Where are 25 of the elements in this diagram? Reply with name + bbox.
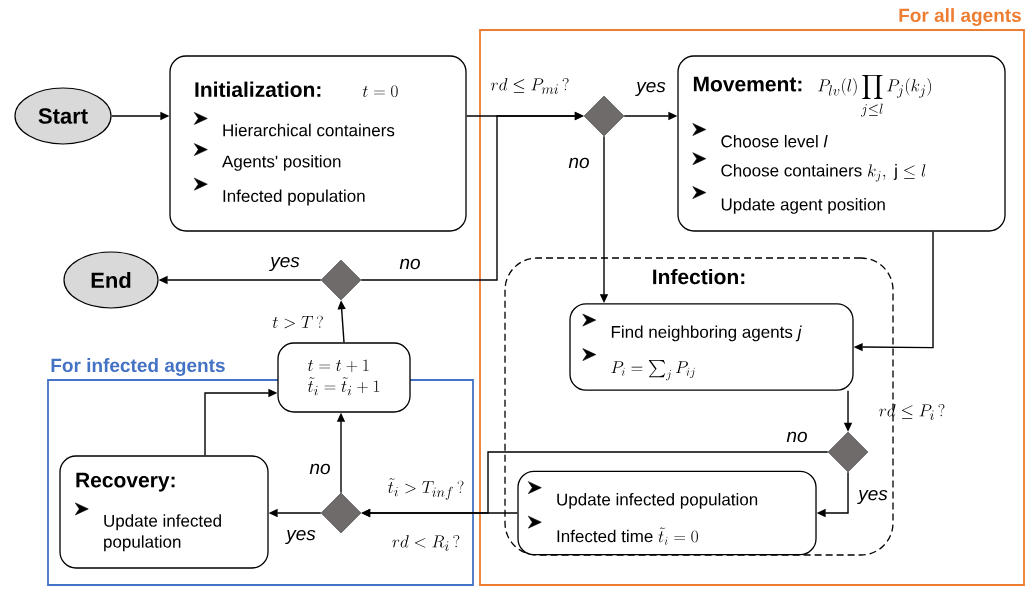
edge-label: no (785, 430, 809, 444)
decision-diamond (583, 95, 625, 137)
process-box: Initialization: $t = 0$ Hierarchical containers Agents' position Infected population (169, 55, 467, 232)
process-box: Find neighboring agents j $P_i = \sum_j P_{ij}$ (569, 303, 854, 391)
process-box: $t = t + 1$ $\tilde{t}_i = \tilde{t}_i + 1$ (277, 342, 411, 413)
edge-label: yes (635, 80, 667, 98)
condition-label: $rd \le P_{mi}\,?$ (491, 78, 569, 94)
condition-label: $rd \le P_i\,?$ (879, 404, 945, 420)
edge-label: no (567, 156, 591, 170)
decision-diamond (320, 259, 362, 301)
process-box: Movement: $P_{lv}(l)\prod_{j\le l}P_j(k_j)$ Choose level l $\text{Choose containers } k_j,\ \text{j} \le l$ Update agent position (677, 55, 1006, 232)
process-box: Update infected population $\text{Infected time } \tilde{t}_i = 0$ (517, 470, 817, 556)
edge-label: no (308, 462, 332, 476)
edge-label: no (398, 257, 422, 271)
decision-diamond (827, 431, 869, 473)
condition-label: $rd < R_i\,?$ (392, 535, 460, 551)
condition-label: $t > T\,?$ (272, 315, 323, 329)
edge-label: yes (285, 528, 317, 546)
edge-label: yes (269, 255, 301, 273)
decision-diamond (320, 492, 362, 534)
node-label: For infected agents (51, 358, 225, 376)
condition-label: $\tilde{t}_i > T_{inf}\,?$ (388, 478, 464, 500)
process-box: Recovery: Update infected population (59, 455, 269, 569)
node-label: For all agents (899, 8, 1021, 26)
edge-label: yes (857, 488, 889, 506)
